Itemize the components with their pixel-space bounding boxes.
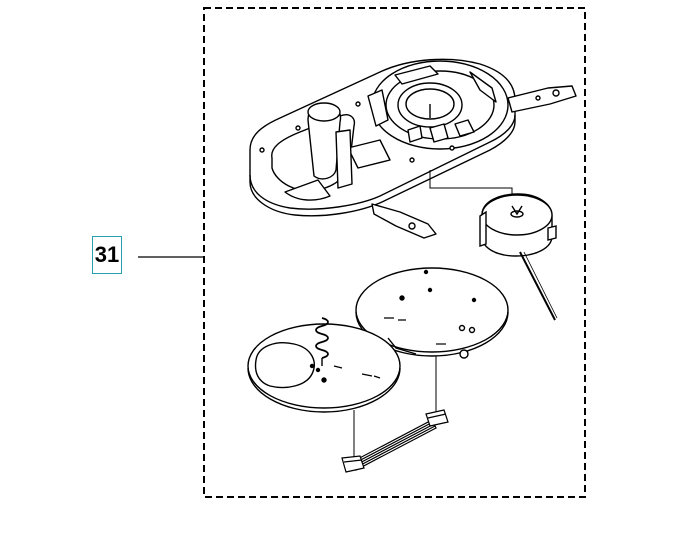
circuit-board-lower <box>247 317 401 413</box>
part-number-label: 31 <box>94 242 120 267</box>
motor-cable <box>519 251 556 321</box>
part-number-callout: 31 <box>92 236 122 274</box>
ribbon-cable <box>341 409 449 473</box>
assembly-boundary <box>203 7 586 498</box>
chassis-frame <box>249 58 577 239</box>
motor <box>479 193 557 257</box>
